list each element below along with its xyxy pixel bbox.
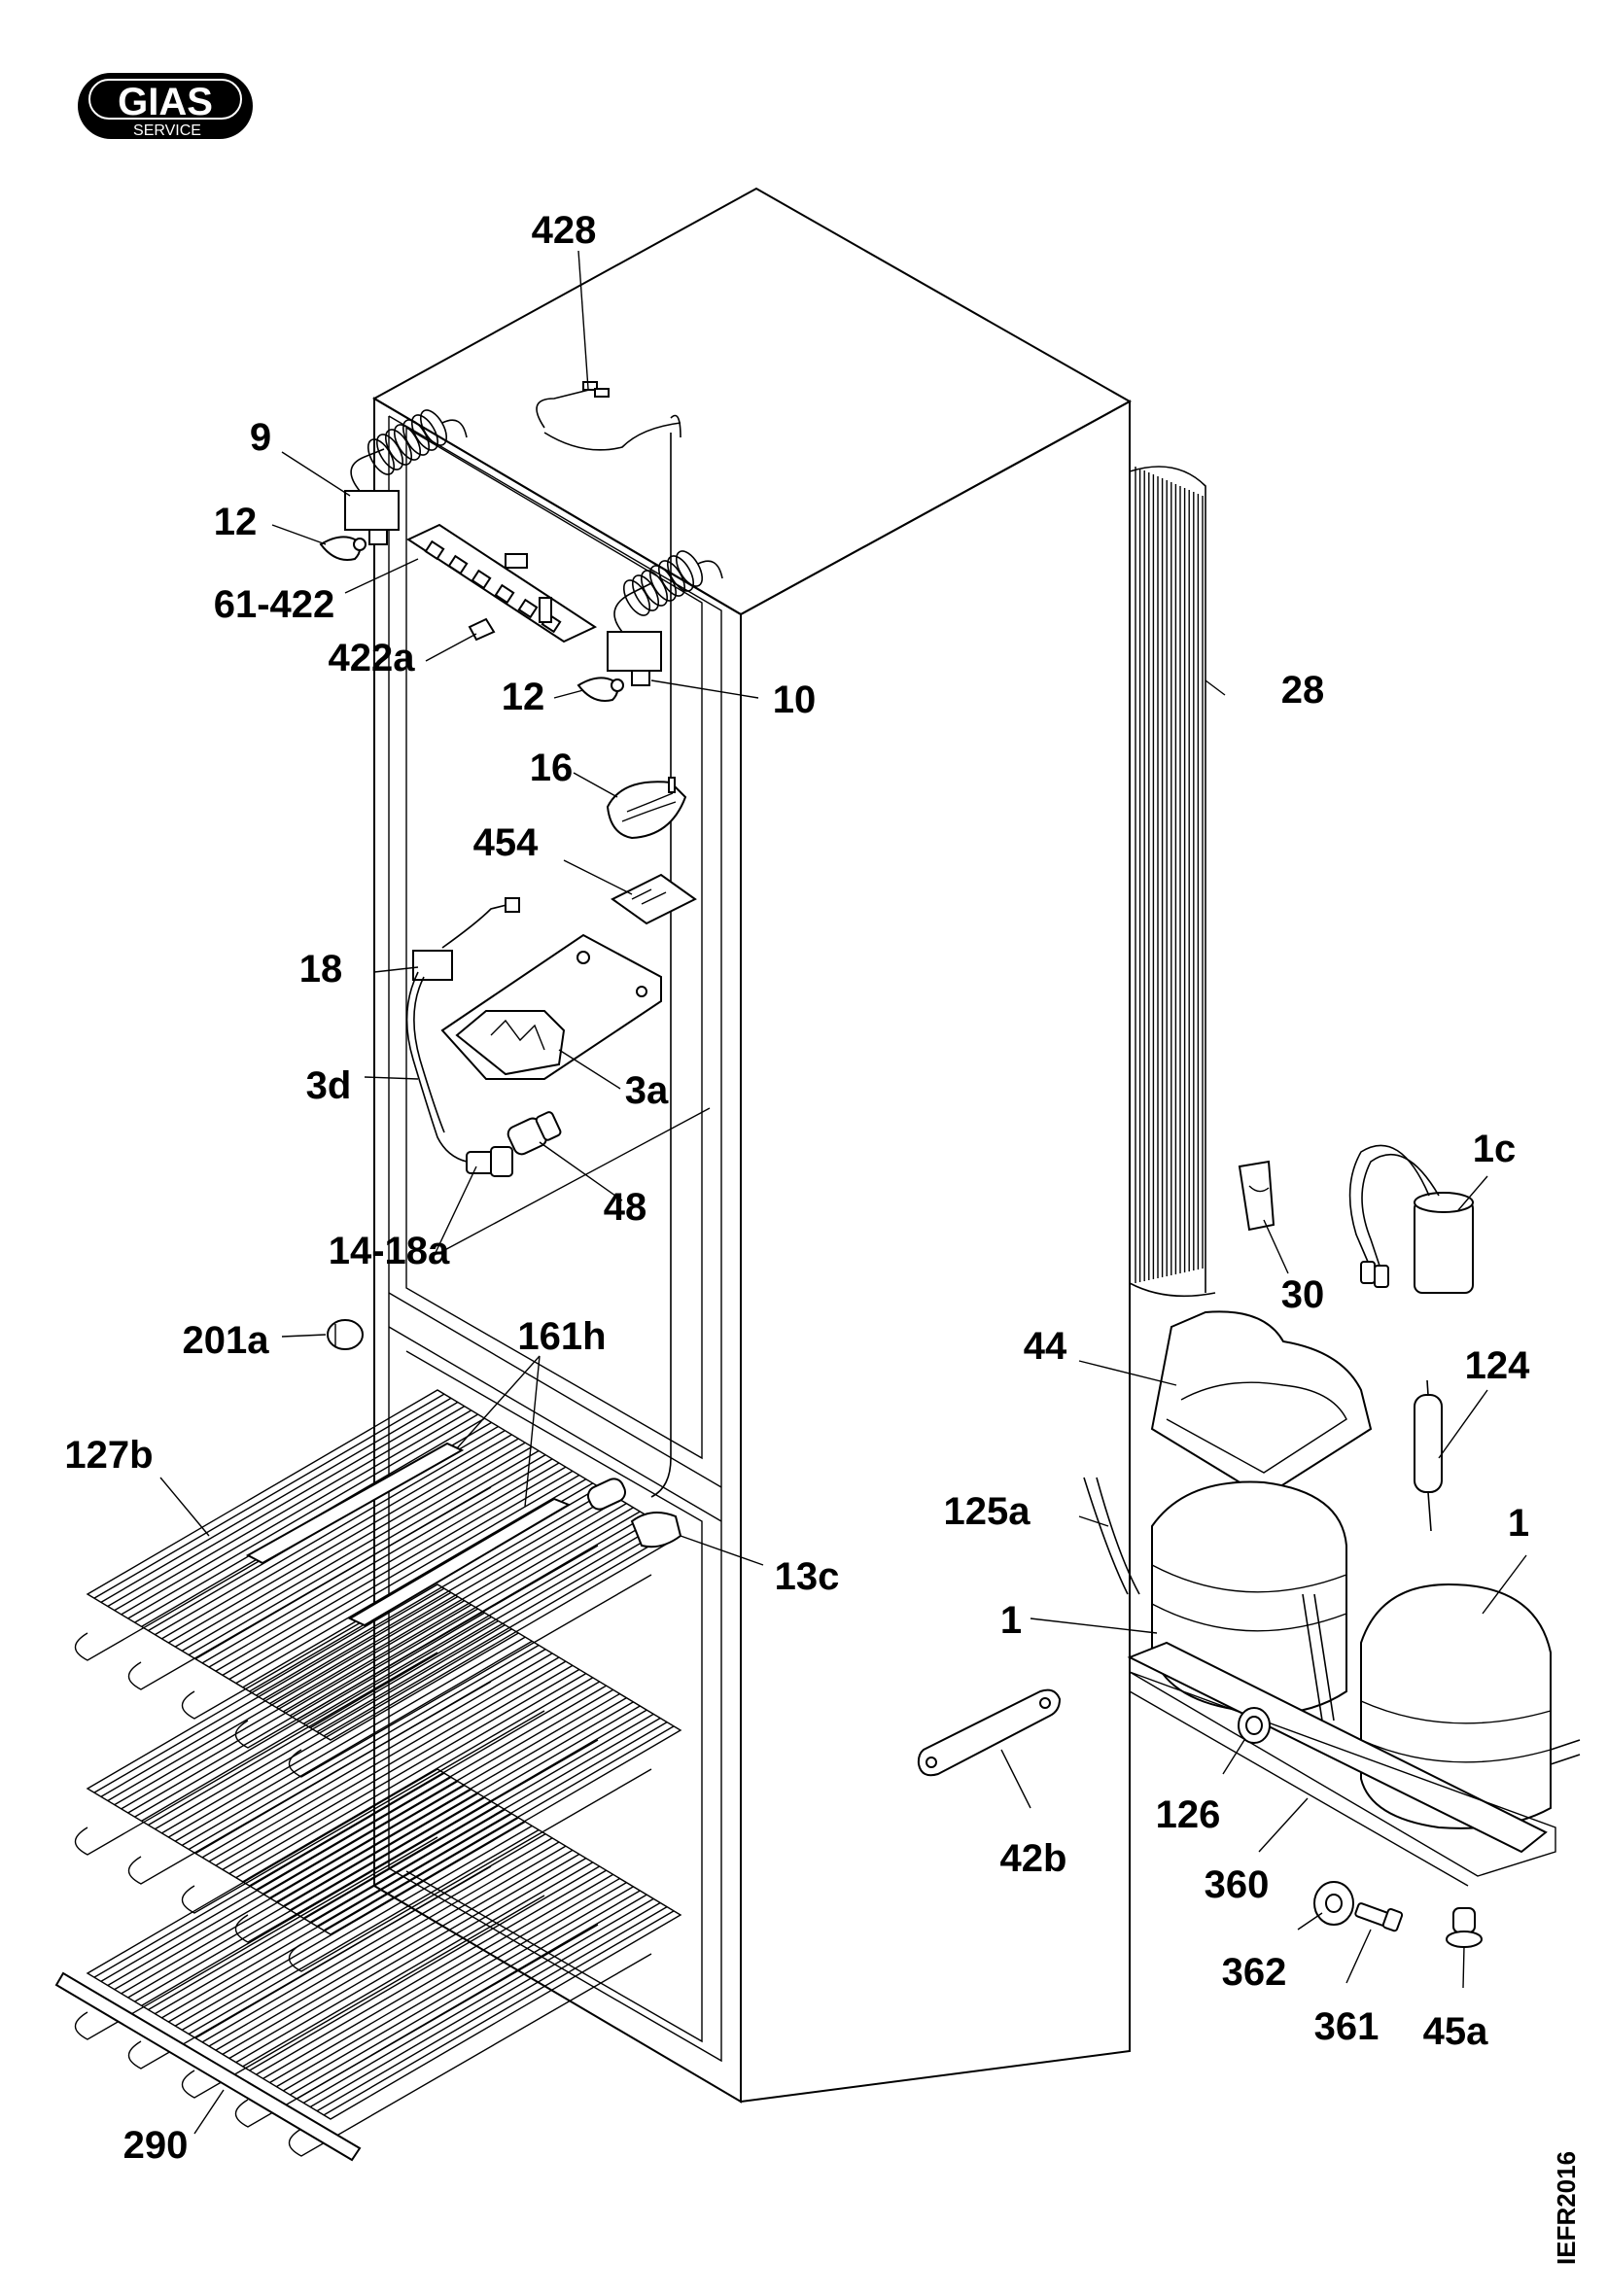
lamp-bulb-48 — [507, 1111, 562, 1156]
label-201a: 201a — [183, 1319, 270, 1362]
label-61-422: 61-422 — [214, 583, 335, 626]
fridge-cabinet — [371, 187, 1133, 2104]
thermostat-9 — [344, 448, 400, 545]
drain-plug-13c — [586, 1478, 682, 1548]
door-switch-18 — [412, 897, 520, 981]
compressor-1-left — [1151, 1480, 1347, 1722]
lamp-cover-16 — [606, 777, 687, 840]
label-42b: 42b — [1000, 1837, 1067, 1880]
label-127b: 127b — [64, 1434, 153, 1477]
label-1-right: 1 — [1508, 1502, 1529, 1545]
plug-201a — [327, 1319, 364, 1350]
capillary-coil-left — [367, 409, 468, 475]
compressor-1-right — [1360, 1583, 1581, 1829]
part-labels: 428 9 12 61-422 422a 12 10 28 16 454 18 … — [64, 209, 1530, 2167]
thermostat-10 — [607, 582, 662, 686]
tube-125a — [1083, 1477, 1140, 1595]
knob-12-upper — [319, 536, 367, 561]
wire-shelf-127b — [74, 1389, 682, 2157]
wire-harness-428 — [536, 381, 681, 451]
label-290: 290 — [123, 2124, 189, 2167]
label-3a: 3a — [625, 1069, 669, 1112]
wire-3d — [405, 971, 468, 1163]
label-161h: 161h — [517, 1315, 606, 1358]
logo-brand: GIAS — [118, 81, 213, 123]
label-14-18a: 14-18a — [329, 1230, 450, 1272]
label-45a: 45a — [1423, 2010, 1488, 2053]
condenser-coil — [1129, 466, 1216, 1298]
control-board-61-422 — [405, 523, 598, 644]
label-48: 48 — [604, 1186, 647, 1229]
document-code: IEFR2016 — [1552, 2151, 1581, 2265]
clip-30 — [1238, 1160, 1275, 1232]
leader-lines — [159, 250, 1527, 2135]
label-16: 16 — [530, 747, 574, 789]
label-12-upper: 12 — [214, 501, 258, 543]
knob-12-lower — [576, 677, 624, 702]
clip-422a — [468, 617, 496, 642]
lamp-socket-14-18a — [466, 1146, 513, 1177]
lamp-housing-3a — [440, 933, 662, 1080]
label-film-454 — [611, 873, 697, 925]
label-360: 360 — [1205, 1863, 1270, 1906]
label-30: 30 — [1281, 1273, 1325, 1316]
capacitor-1c — [1348, 1144, 1474, 1294]
label-44: 44 — [1024, 1325, 1067, 1368]
washer-362 — [1313, 1881, 1354, 1926]
label-3d: 3d — [306, 1064, 352, 1107]
label-1-left: 1 — [1000, 1599, 1022, 1642]
base-plate-360 — [1127, 1641, 1556, 1887]
capillary-coil-right — [622, 550, 723, 616]
filter-drier-124 — [1414, 1379, 1443, 1532]
bracket-42b — [917, 1688, 1062, 1777]
pin-361 — [1354, 1902, 1404, 1932]
label-18: 18 — [299, 948, 343, 991]
label-126: 126 — [1156, 1793, 1221, 1836]
label-125a: 125a — [944, 1490, 1031, 1533]
label-12-lower: 12 — [502, 676, 545, 718]
foot-45a — [1446, 1907, 1483, 1948]
label-422a: 422a — [329, 637, 416, 679]
shelf-support-161h — [245, 1442, 572, 1627]
label-13c: 13c — [775, 1555, 840, 1598]
edge-trim-290 — [54, 1971, 362, 2162]
label-124: 124 — [1465, 1344, 1530, 1387]
label-9: 9 — [250, 416, 271, 459]
grommet-126 — [1238, 1707, 1271, 1744]
gias-service-logo: GIAS SERVICE — [78, 73, 253, 139]
label-428: 428 — [532, 209, 597, 252]
label-454: 454 — [473, 821, 539, 864]
label-10: 10 — [773, 678, 817, 721]
label-361: 361 — [1314, 2005, 1380, 2048]
logo-sub: SERVICE — [133, 122, 201, 139]
label-1c: 1c — [1473, 1128, 1517, 1170]
drip-tray-44 — [1150, 1310, 1373, 1499]
label-362: 362 — [1222, 1951, 1287, 1994]
label-28: 28 — [1281, 669, 1325, 712]
